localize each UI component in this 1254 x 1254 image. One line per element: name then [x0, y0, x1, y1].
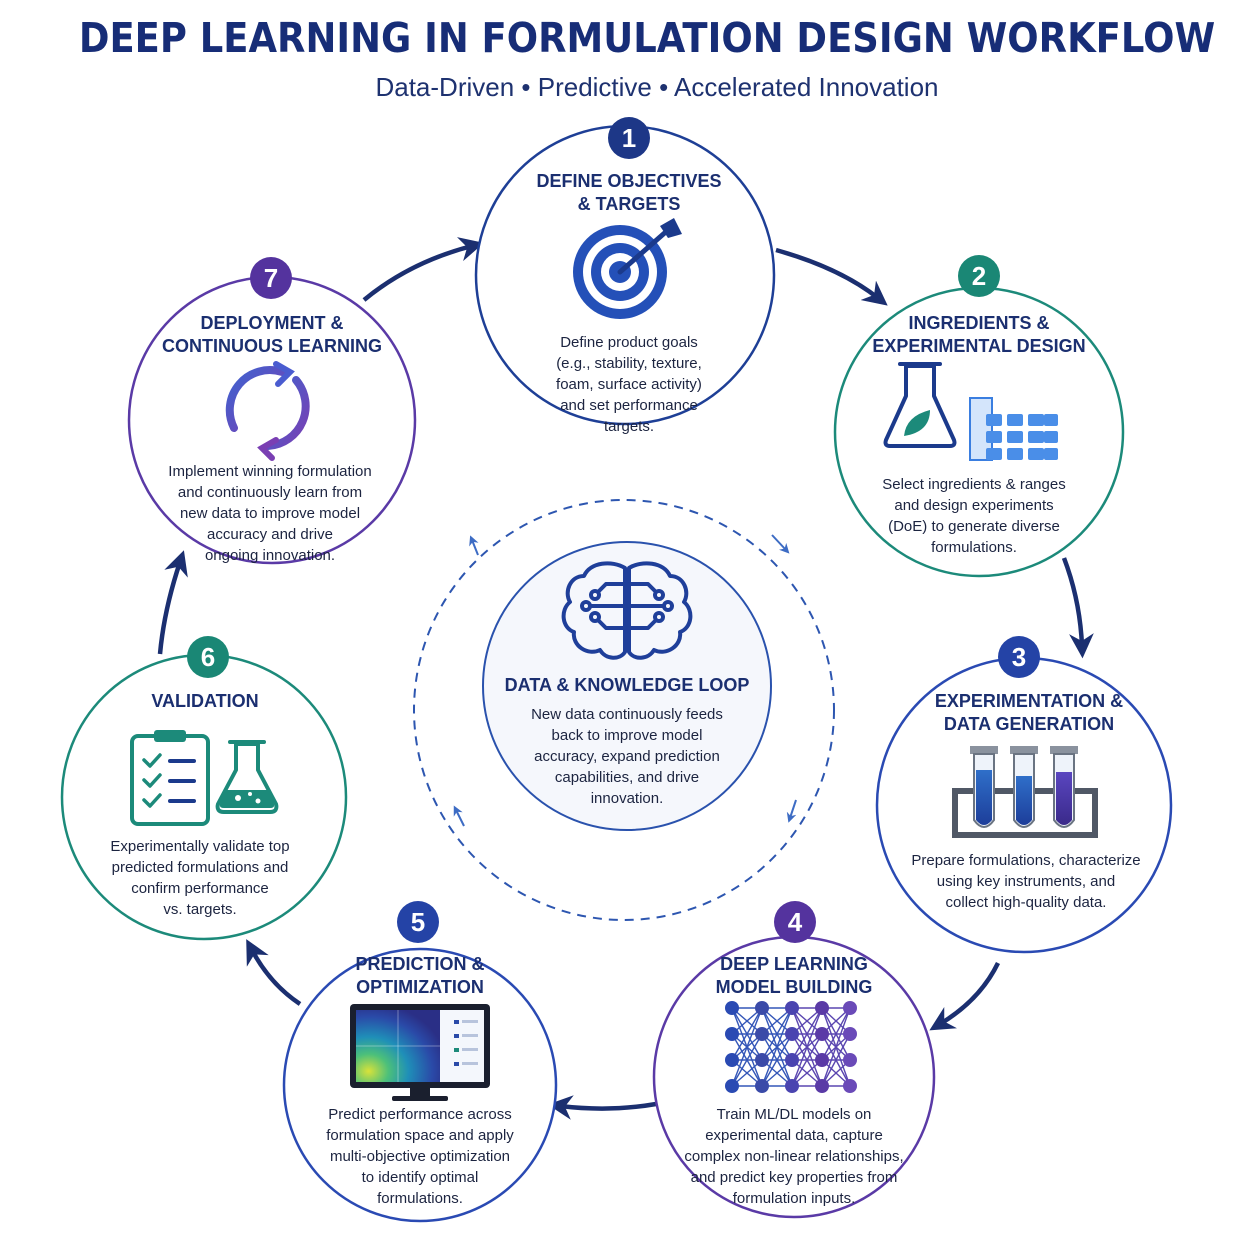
loop-arrow-bottom-right [786, 799, 797, 823]
target-icon [573, 218, 682, 319]
step-7-number: 7 [263, 263, 279, 293]
step-5-badge [397, 901, 439, 943]
arrow-3-to-4 [929, 962, 1001, 1031]
step-3-title: EXPERIMENTATION &DATA GENERATION [934, 691, 1124, 734]
flask-leaf-icon [883, 362, 957, 448]
center-title: DATA & KNOWLEDGE LOOP [504, 675, 750, 695]
monitor-heatmap-icon [350, 1004, 490, 1101]
step-1-title: DEFINE OBJECTIVES& TARGETS [536, 171, 722, 214]
page-subtitle: Data-Driven • Predictive • Accelerated I… [375, 72, 939, 102]
step-7-circle-group [127, 257, 417, 565]
step-1-description: Define product goals(e.g., stability, te… [556, 334, 702, 435]
step-6-title: VALIDATION [151, 691, 259, 711]
arrow-7-to-1 [362, 237, 484, 302]
step-1-badge [608, 117, 650, 159]
neural-network-icon [725, 1001, 857, 1093]
brain-circuit-icon [561, 561, 693, 660]
step-2-badge [958, 255, 1000, 297]
step-1-number: 1 [621, 123, 637, 153]
loop-arrow-top-left [469, 535, 479, 556]
step-3-badge [998, 636, 1040, 678]
arrow-4-to-5 [547, 1095, 657, 1120]
arrow-5-to-6 [246, 939, 302, 1006]
loop-arrow-bottom-left [453, 805, 465, 827]
step-4-badge [774, 901, 816, 943]
step-6-number: 6 [200, 642, 216, 672]
step-5-title: PREDICTION &OPTIMIZATION [355, 954, 485, 997]
step-4-circle-group [652, 901, 936, 1219]
step-6-badge [187, 636, 229, 678]
cycle-arrows-icon [225, 361, 310, 461]
loop-arrow-top-right [771, 534, 790, 554]
arrow-1-to-2 [775, 247, 888, 306]
center-circle [482, 541, 772, 831]
step-5-number: 5 [410, 907, 426, 937]
step-7-badge [250, 257, 292, 299]
test-tubes-icon [952, 746, 1098, 838]
arrow-6-to-7 [157, 550, 188, 655]
step-2-title: INGREDIENTS &EXPERIMENTAL DESIGN [872, 313, 1086, 356]
arrow-2-to-3 [1061, 557, 1094, 659]
step-2-number: 2 [971, 261, 987, 291]
step-6-circle-group [60, 636, 348, 941]
loop-dashed-ring [413, 499, 835, 921]
checklist-flask-icon [130, 730, 279, 826]
step-4-number: 4 [787, 907, 803, 937]
step-7-title: DEPLOYMENT &CONTINUOUS LEARNING [162, 313, 382, 356]
data-grid-icon [969, 397, 1058, 461]
page-title: DEEP LEARNING IN FORMULATION DESIGN WORK… [78, 14, 1216, 62]
step-3-number: 3 [1011, 642, 1027, 672]
